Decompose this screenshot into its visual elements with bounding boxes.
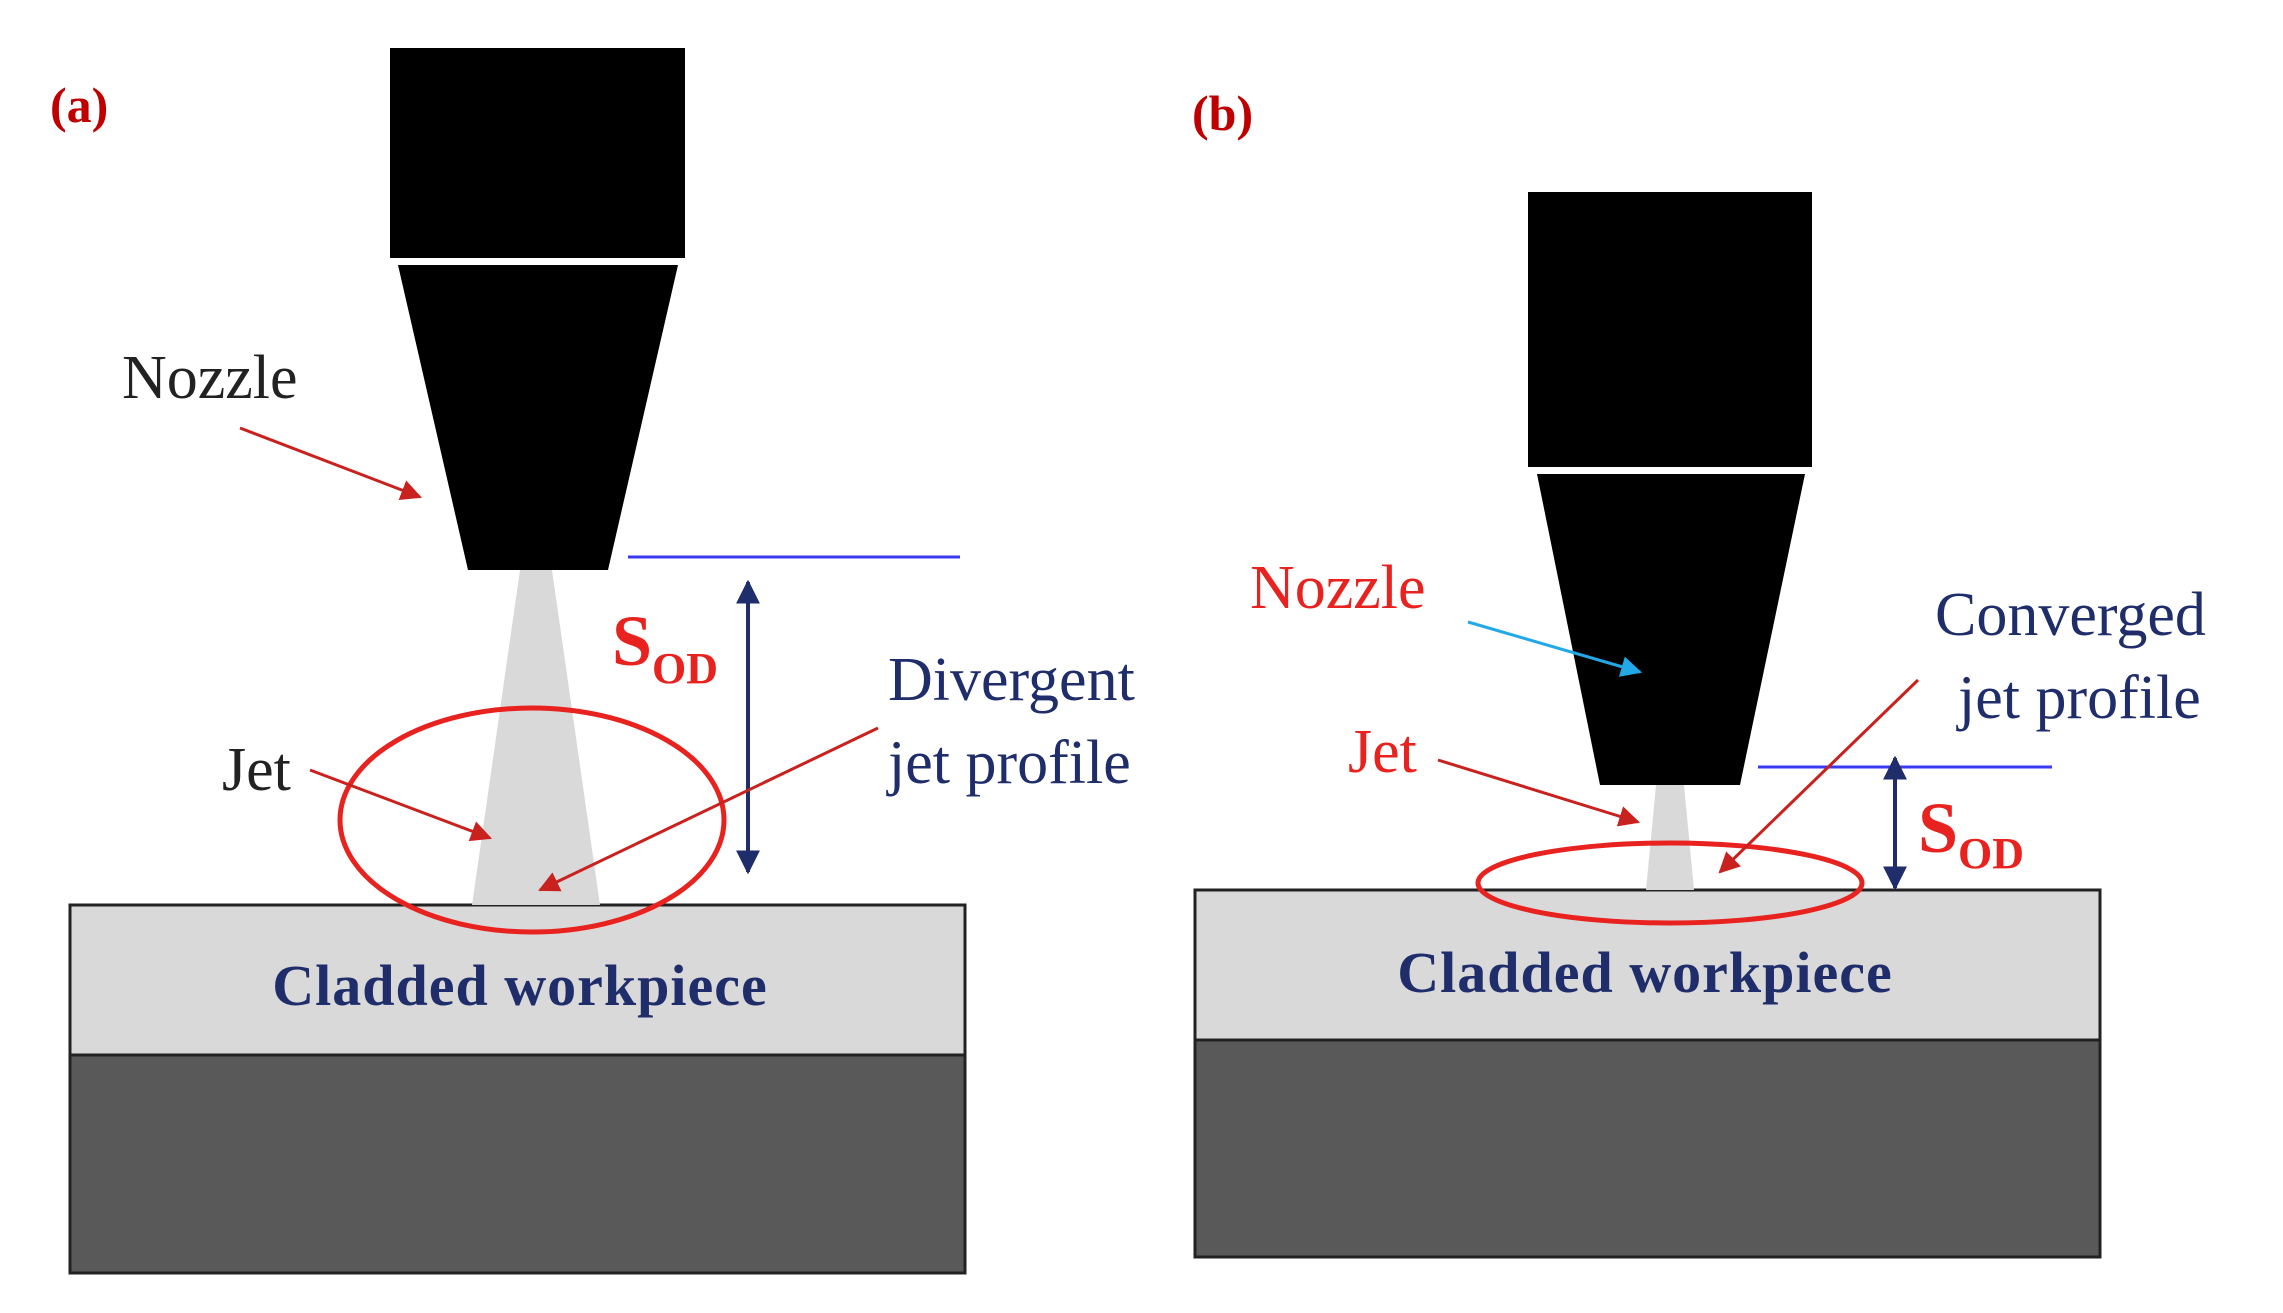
panel-a-nozzle-label: Nozzle xyxy=(122,344,298,412)
panel-b-jet xyxy=(1646,785,1694,890)
panel-b-profile-ellipse xyxy=(1475,840,1865,926)
panel-b-profile-label-line2: jet profile xyxy=(1956,664,2201,732)
panel-b-sod-main: S xyxy=(1918,788,1958,868)
panel-a-substrate xyxy=(68,1053,967,1275)
panel-b-sod-sub: OD xyxy=(1958,829,2024,878)
panel-b: (b) Cladded workpiece SOD Nozzle Jet Con… xyxy=(1192,85,2206,1259)
panel-a-nozzle-tip xyxy=(398,265,678,570)
panel-b-nozzle-pointer xyxy=(1467,620,1643,677)
panel-b-nozzle-body xyxy=(1528,192,1812,467)
panel-a-nozzle-body xyxy=(390,48,685,258)
panel-b-substrate xyxy=(1193,1038,2102,1259)
panel-b-jet-pointer xyxy=(1437,758,1641,827)
panel-b-tag: (b) xyxy=(1192,85,1253,141)
panel-b-profile-label-line1: Converged xyxy=(1935,581,2206,649)
panel-a-nozzle-pointer xyxy=(239,426,422,501)
panel-b-jet-label: Jet xyxy=(1348,718,1417,786)
panel-a-profile-pointer xyxy=(538,726,879,892)
panel-a-tag: (a) xyxy=(50,77,108,133)
panel-b-nozzle-label: Nozzle xyxy=(1250,554,1426,622)
panel-b-profile-pointer xyxy=(1718,678,1920,874)
panel-a-sod-label: SOD xyxy=(612,601,718,693)
panel-a: (a) Cladded workpiece SOD Nozzle Jet Div… xyxy=(50,48,1135,1275)
panel-b-workpiece-label: Cladded workpiece xyxy=(1397,940,1893,1005)
panel-a-profile-ellipse xyxy=(337,705,727,935)
panel-b-sod-label: SOD xyxy=(1918,788,2024,878)
panel-a-profile-label-line1: Divergent xyxy=(888,646,1135,714)
panel-a-sod-sub: OD xyxy=(652,644,718,693)
panel-a-sod-main: S xyxy=(612,601,652,681)
panel-a-profile-label-line2: jet profile xyxy=(886,729,1131,797)
panel-a-jet-pointer xyxy=(309,768,492,842)
panel-b-nozzle-tip xyxy=(1537,474,1805,785)
panel-a-jet-label: Jet xyxy=(222,736,291,804)
panel-a-workpiece-label: Cladded workpiece xyxy=(272,953,768,1018)
panel-a-jet xyxy=(472,570,600,905)
